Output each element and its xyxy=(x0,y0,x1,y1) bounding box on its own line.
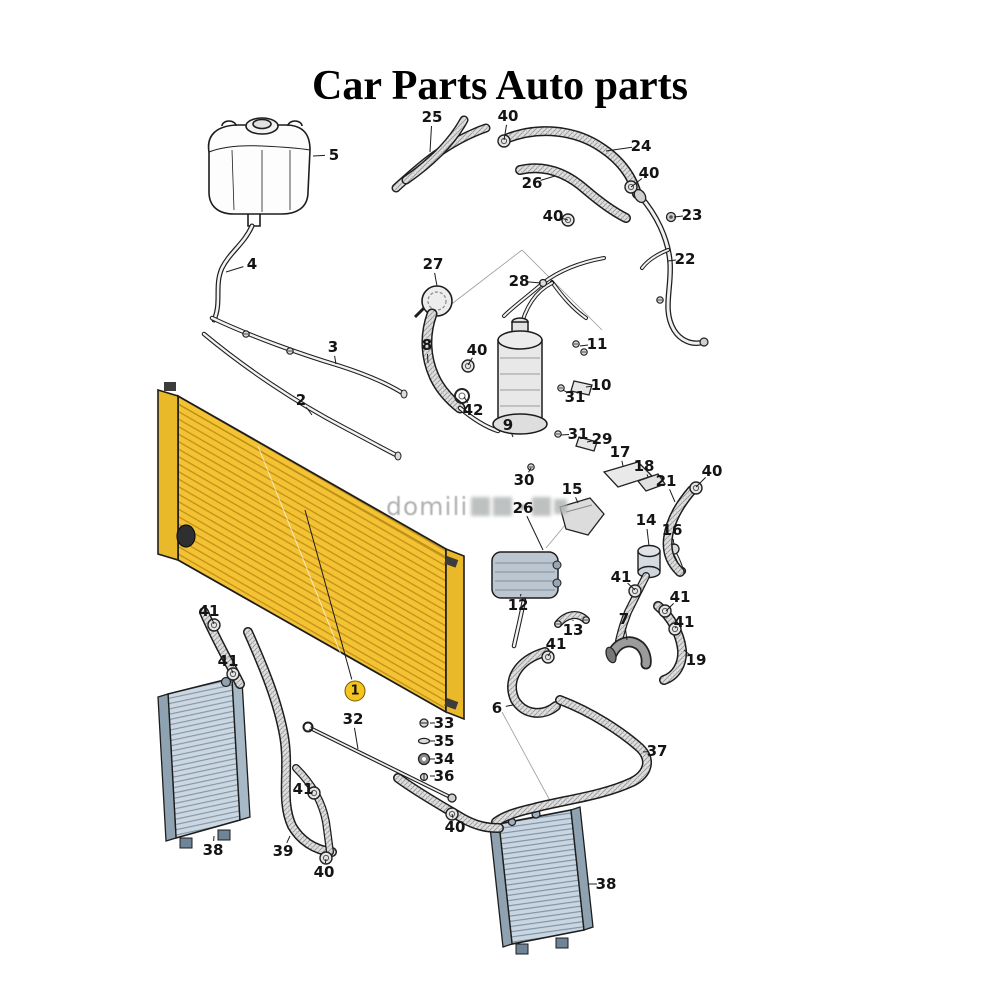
watermark-text: domili xyxy=(386,492,469,521)
watermark-block xyxy=(554,499,568,514)
watermark-dot xyxy=(519,503,526,510)
thermostat-14 xyxy=(637,544,661,579)
water-pump-9 xyxy=(492,317,548,435)
hose-19 xyxy=(658,606,682,680)
pipe-2 xyxy=(204,330,402,461)
pipe-22 xyxy=(633,188,709,347)
hose-lower-radiator xyxy=(398,778,499,828)
bracket-18 xyxy=(636,473,667,492)
radiator-1 xyxy=(157,382,465,721)
page-title: Car Parts Auto parts xyxy=(311,63,689,109)
hose-13 xyxy=(555,615,589,627)
pipe-3 xyxy=(212,318,408,399)
watermark-block xyxy=(471,497,491,516)
bracket-15 xyxy=(559,497,605,536)
watermark-block xyxy=(532,497,552,516)
nut-23 xyxy=(665,211,677,223)
oil-cooler-12 xyxy=(491,551,562,599)
hose-cluster-25 xyxy=(396,120,486,188)
rod-32 xyxy=(302,721,457,803)
hose-8 xyxy=(427,314,498,431)
leader-lines xyxy=(211,124,706,885)
watermark-block xyxy=(493,497,513,516)
cooler-38-left xyxy=(157,676,251,849)
ring-42 xyxy=(454,388,470,404)
hose-4 xyxy=(214,226,252,320)
elbow-7 xyxy=(605,642,646,664)
hardware-33-36 xyxy=(417,718,431,782)
bolt-cluster xyxy=(527,340,598,471)
pipe-12-connection xyxy=(514,600,524,646)
hose-37 xyxy=(496,700,647,822)
watermark: domili xyxy=(386,492,568,521)
expansion-tank xyxy=(207,117,311,227)
cooler-38-bottom xyxy=(489,806,594,955)
hose-26 xyxy=(520,168,626,218)
